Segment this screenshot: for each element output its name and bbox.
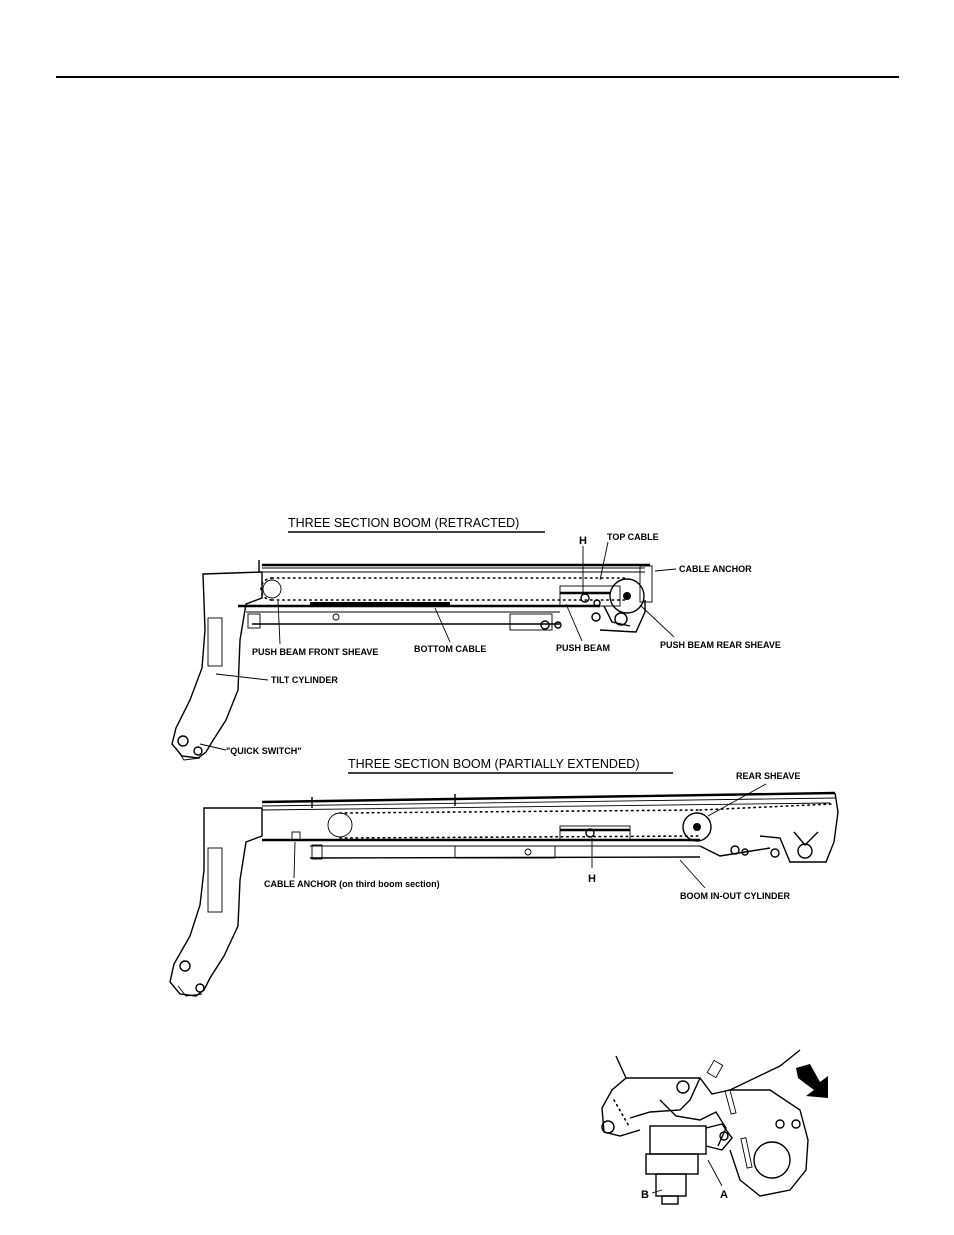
- label-cable-anchor: CABLE ANCHOR: [679, 564, 752, 574]
- label-cable-anchor-third-section: CABLE ANCHOR (on third boom section): [264, 879, 440, 889]
- label-rear-sheave: REAR SHEAVE: [736, 771, 800, 781]
- label-push-beam-front-sheave: PUSH BEAM FRONT SHEAVE: [252, 647, 378, 657]
- push-beam-front-sheave: [262, 579, 282, 599]
- label-quick-switch: "QUICK SWITCH": [226, 746, 302, 756]
- rear-sheave: [682, 812, 712, 842]
- detail-label-b: B: [641, 1189, 649, 1201]
- figure-detail: B A: [601, 1049, 828, 1205]
- label-bottom-cable: BOTTOM CABLE: [414, 644, 486, 654]
- label-tilt-cylinder: TILT CYLINDER: [271, 675, 338, 685]
- extended-mast: [169, 807, 263, 997]
- direction-arrow-icon: [796, 1064, 828, 1098]
- label-push-beam-rear-sheave: PUSH BEAM REAR SHEAVE: [660, 640, 781, 650]
- extended-leaders: [293, 783, 767, 889]
- retracted-boom: [238, 560, 653, 633]
- header-rule: [56, 76, 899, 78]
- retracted-mast: [171, 571, 263, 761]
- retracted-title: THREE SECTION BOOM (RETRACTED): [288, 516, 519, 530]
- extended-boom: [261, 791, 839, 863]
- figure-extended: THREE SECTION BOOM (PARTIALLY EXTENDED): [169, 757, 839, 997]
- label-top-cable: TOP CABLE: [607, 532, 659, 542]
- figure-retracted: THREE SECTION BOOM (RETRACTED): [171, 516, 781, 761]
- label-push-beam: PUSH BEAM: [556, 643, 610, 653]
- label-boom-in-out-cylinder: BOOM IN-OUT CYLINDER: [680, 891, 790, 901]
- push-beam-rear-sheave: [609, 578, 645, 614]
- extended-title: THREE SECTION BOOM (PARTIALLY EXTENDED): [348, 757, 640, 771]
- detail-label-a: A: [720, 1189, 728, 1201]
- extended-label-h: H: [588, 873, 596, 885]
- retracted-leaders: [199, 541, 677, 751]
- retracted-label-h: H: [579, 535, 587, 547]
